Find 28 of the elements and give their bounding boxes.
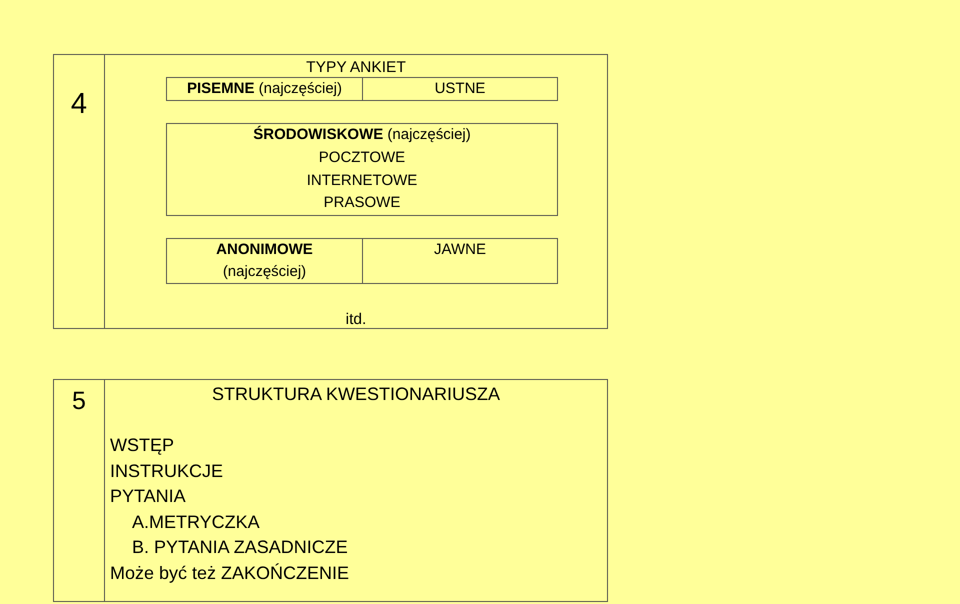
section-number: 5 [72,386,86,416]
category-box [166,77,363,101]
list-item: A.METRYCZKA [132,510,260,532]
list-item: PYTANIA [110,485,186,507]
section-number: 4 [70,87,88,121]
list-item: WSTĘP [110,434,174,456]
note-text: itd. [346,310,366,330]
category-label: POCZTOWE [318,148,406,168]
category-label: INTERNETOWE [306,170,418,190]
list-item: B. PYTANIA ZASADNICZE [132,536,348,558]
table-heading: STRUKTURA KWESTIONARIUSZA [212,383,500,405]
category-label: PRASOWE [324,193,400,214]
category-box [362,77,558,101]
list-item: Może być też ZAKOŃCZENIE [110,562,350,584]
category-box [362,238,558,284]
category-label: JAWNE [434,240,486,260]
table-cell [104,54,608,329]
category-label: ŚRODOWISKOWE (najczęściej) [253,124,471,146]
category-label: PISEMNE (najczęściej) [186,79,342,99]
number-cell [53,54,105,329]
list-item: INSTRUKCJE [110,460,224,482]
table-cell [104,379,608,602]
category-box [166,123,558,216]
number-cell [53,379,105,602]
category-box [166,238,363,284]
category-label: USTNE [434,79,486,99]
table-heading: TYPY ANKIET [306,58,406,78]
category-label: ANONIMOWE (najczęściej) [215,240,314,282]
